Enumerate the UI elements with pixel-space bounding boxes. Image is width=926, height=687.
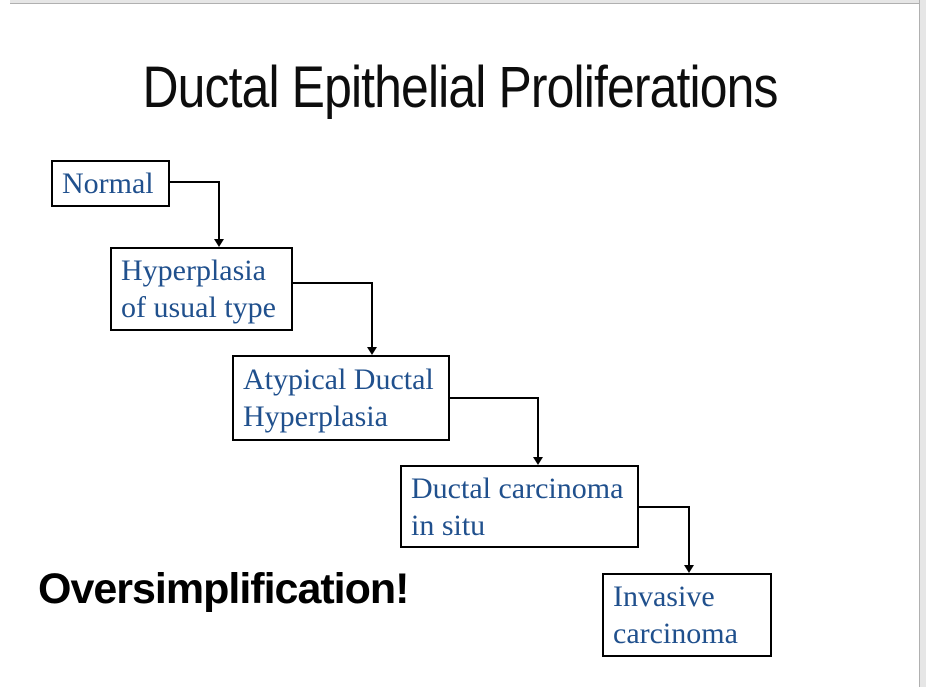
connector-1-v-segment	[218, 181, 220, 240]
flow-node-ductal-carcinoma-in-situ: Ductal carcinoma in situ	[400, 465, 639, 548]
arrow-down-icon	[684, 565, 694, 573]
node-label-line: Atypical Ductal	[243, 363, 434, 396]
node-label-line: in situ	[411, 508, 486, 542]
connector-3-h-segment	[450, 397, 539, 399]
arrow-down-icon	[214, 239, 224, 247]
node-label-line: of usual type	[121, 291, 276, 324]
node-label-line: Hyperplasia	[121, 254, 266, 287]
slide-title: Ductal Epithelial Proliferations	[142, 55, 778, 120]
flow-node-hyperplasia-usual-type: Hyperplasia of usual type	[110, 247, 293, 331]
connector-4-v-segment	[688, 506, 690, 566]
viewer-margin-right	[919, 0, 926, 687]
arrow-down-icon	[533, 457, 543, 465]
connector-3-v-segment	[537, 397, 539, 458]
arrow-down-icon	[367, 347, 377, 355]
connector-4-h-segment	[639, 506, 690, 508]
flow-node-normal: Normal	[51, 160, 170, 207]
viewer-margin-top	[10, 0, 920, 4]
node-label-line: Normal	[62, 167, 154, 200]
node-label-line: Ductal carcinoma	[411, 471, 624, 505]
connector-2-h-segment	[293, 282, 373, 284]
node-label-line: Invasive	[613, 580, 715, 613]
connector-1-h-segment	[170, 181, 220, 183]
flow-node-atypical-ductal-hyperplasia: Atypical Ductal Hyperplasia	[232, 355, 450, 441]
flow-node-invasive-carcinoma: Invasive carcinoma	[602, 573, 772, 657]
node-label-line: Hyperplasia	[243, 400, 388, 433]
node-label-line: carcinoma	[613, 617, 738, 650]
connector-2-v-segment	[371, 282, 373, 348]
oversimplification-note: Oversimplification!	[38, 565, 409, 613]
